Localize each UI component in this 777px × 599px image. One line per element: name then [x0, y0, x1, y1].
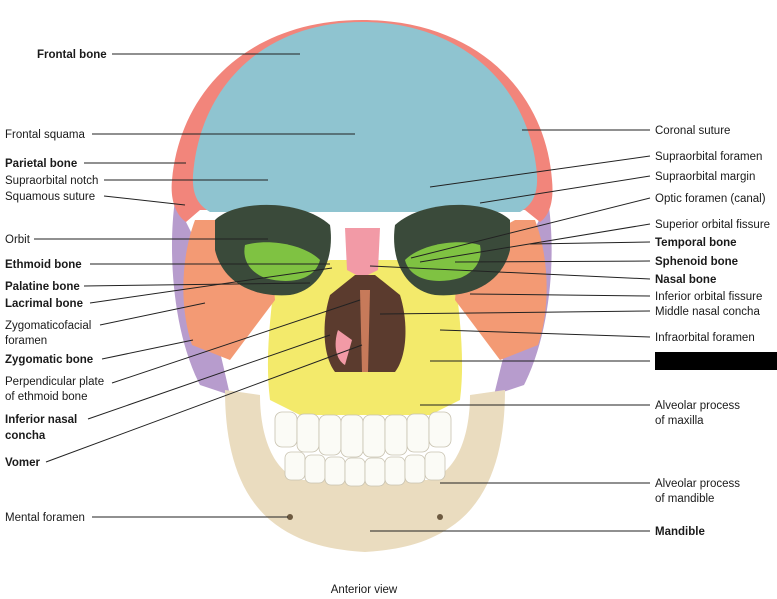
label-alveolar-process-mandible: Alveolar process of mandible: [655, 478, 743, 505]
label-mental-foramen: Mental foramen: [5, 512, 85, 524]
label-lacrimal-bone: Lacrimal bone: [5, 298, 83, 310]
label-mandible: Mandible: [655, 526, 705, 538]
caption: Anterior view: [331, 584, 398, 596]
label-vomer: Vomer: [5, 457, 40, 469]
label-optic-foramen: Optic foramen (canal): [655, 193, 766, 205]
label-alveolar-process-maxilla: Alveolar process of maxilla: [655, 400, 743, 427]
label-supraorbital-foramen: Supraorbital foramen: [655, 151, 762, 163]
label-frontal-bone: Frontal bone: [37, 49, 107, 61]
mental-foramen-left: [287, 514, 293, 520]
nasal-bone: [345, 228, 380, 278]
label-sphenoid-bone: Sphenoid bone: [655, 256, 738, 268]
label-temporal-bone: Temporal bone: [655, 237, 737, 249]
leader-lines-right: [369, 129, 651, 532]
label-middle-nasal-concha: Middle nasal concha: [655, 306, 760, 318]
label-ethmoid-bone: Ethmoid bone: [5, 259, 82, 271]
leader-lines-left: [34, 53, 363, 518]
inferior-nasal-concha: [335, 330, 352, 365]
label-nasal-bone: Nasal bone: [655, 274, 716, 286]
upper-teeth: [274, 411, 452, 458]
label-parietal-bone: Parietal bone: [5, 158, 77, 170]
redacted-label: [655, 352, 777, 370]
label-inferior-orbital-fissure: Inferior orbital fissure: [655, 291, 762, 303]
sphenoid-bone-left: [244, 242, 320, 281]
label-frontal-squama: Frontal squama: [5, 129, 86, 141]
sphenoid-bone-right: [405, 242, 481, 281]
label-supraorbital-margin: Supraorbital margin: [655, 171, 755, 183]
label-inferior-nasal-concha: Inferior nasal concha: [5, 414, 80, 442]
label-squamous-suture: Squamous suture: [5, 191, 95, 203]
label-palatine-bone: Palatine bone: [5, 281, 80, 293]
skull-illustration: [171, 20, 553, 552]
lower-teeth: [284, 451, 446, 487]
label-coronal-suture: Coronal suture: [655, 125, 730, 137]
mandible-bone: [225, 390, 505, 552]
label-supraorbital-notch: Supraorbital notch: [5, 175, 98, 187]
mental-foramen-right: [437, 514, 443, 520]
label-zygomatic-bone: Zygomatic bone: [5, 354, 93, 366]
label-zygomaticofacial-foramen: Zygomaticofacial foramen: [5, 320, 95, 347]
label-infraorbital-foramen: Infraorbital foramen: [655, 332, 755, 344]
label-superior-orbital-fissure: Superior orbital fissure: [655, 219, 770, 231]
vomer: [360, 290, 370, 372]
label-perpendicular-plate: Perpendicular plate of ethmoid bone: [5, 376, 107, 403]
label-orbit: Orbit: [5, 234, 31, 246]
frontal-bone: [192, 22, 538, 212]
labels-left: Frontal bone Frontal squama Parietal bon…: [5, 49, 107, 524]
labels-right: Coronal suture Supraorbital foramen Supr…: [655, 125, 777, 538]
